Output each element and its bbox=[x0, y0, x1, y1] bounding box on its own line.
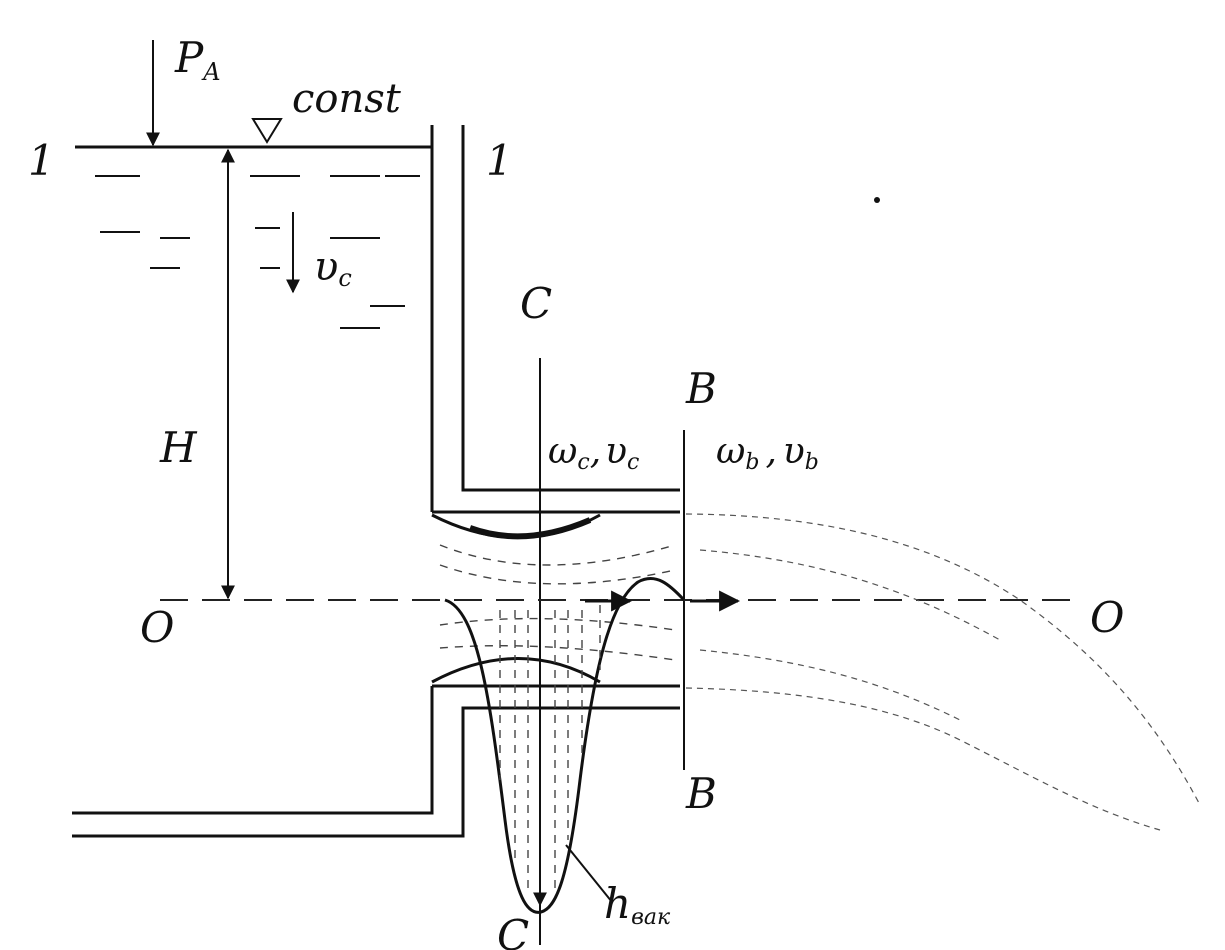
section-b-bottom-label: B bbox=[685, 769, 717, 818]
vacuum-head-leader bbox=[565, 844, 613, 903]
axis-left-label: O bbox=[140, 603, 174, 652]
section-c-top-label: C bbox=[520, 279, 552, 328]
contraction-fill-top bbox=[468, 517, 592, 540]
tank-velocity-label: υc bbox=[314, 244, 352, 292]
section-b-params-label: ωb,υb bbox=[716, 431, 819, 475]
vena-contracta-bottom bbox=[431, 657, 601, 684]
section-b-top-label: B bbox=[685, 364, 717, 413]
axis-right-label: O bbox=[1090, 593, 1124, 642]
pressure-label: PA bbox=[174, 33, 221, 86]
nozzle-flow-streaks bbox=[439, 544, 676, 661]
const-label: const bbox=[292, 76, 402, 122]
level-triangle-icon bbox=[251, 118, 283, 144]
stray-dot bbox=[874, 197, 880, 203]
vacuum-head-label: hвак bbox=[604, 879, 671, 930]
outflow-jet bbox=[685, 513, 1201, 831]
tank-bottom-inner bbox=[72, 686, 434, 815]
tank-wall-outer bbox=[461, 125, 680, 492]
section-c-bottom-label: C bbox=[497, 911, 529, 950]
head-label: H bbox=[159, 423, 198, 472]
vacuum-pressure-curve bbox=[444, 576, 686, 914]
section-1-left-label: 1 bbox=[28, 136, 55, 185]
section-c-params-label: ωc,υc bbox=[548, 431, 639, 475]
section-1-right-label: 1 bbox=[486, 136, 513, 185]
tank-water-hatching bbox=[95, 175, 420, 329]
vacuum-zone-hatching bbox=[499, 605, 601, 895]
nozzle-bottom-outer bbox=[72, 706, 680, 838]
